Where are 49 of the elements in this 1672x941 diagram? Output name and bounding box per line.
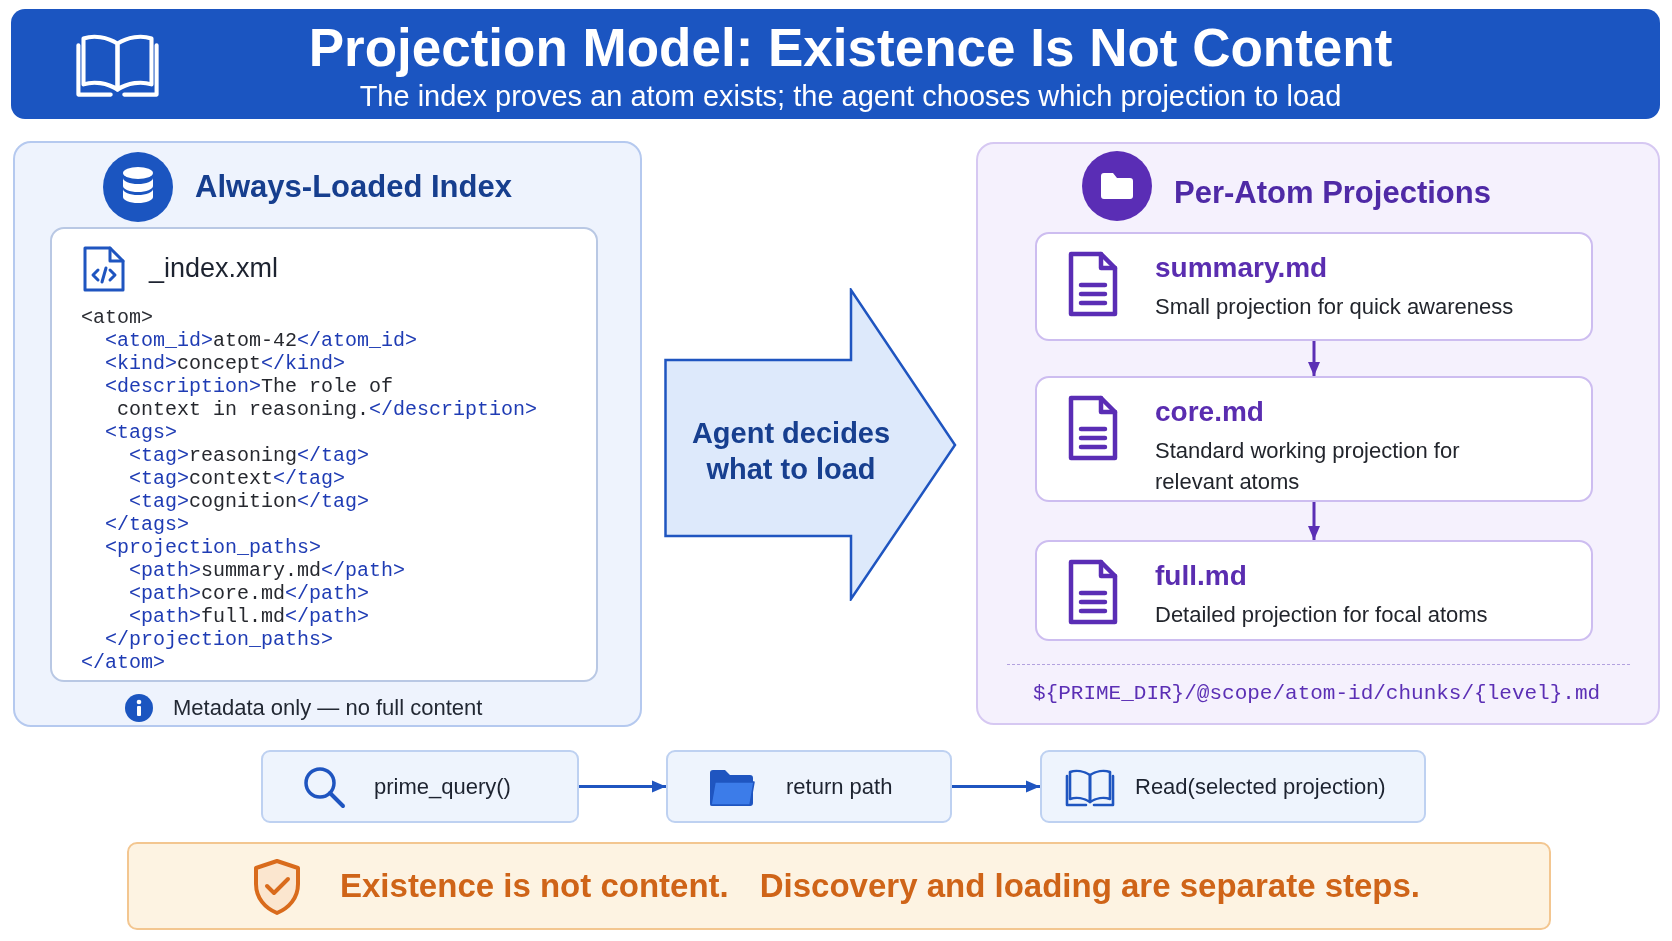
- arrow: [579, 780, 666, 793]
- code-line: <kind>concept</kind>: [104, 352, 346, 375]
- card-description: Detailed projection for focal atoms: [1155, 601, 1488, 629]
- step-label: Read(selected projection): [1135, 773, 1386, 801]
- arrow: [1308, 341, 1320, 376]
- note-text: Metadata only — no full content: [173, 694, 483, 722]
- code-line: <tag>reasoning</tag>: [128, 444, 370, 467]
- code-line: <description>The role of: [104, 375, 394, 398]
- code-line: context in reasoning.</description>: [116, 398, 538, 421]
- projection-card: [1035, 540, 1593, 641]
- code-line: <path>full.md</path>: [128, 605, 370, 628]
- projection-card: [1035, 376, 1593, 502]
- projections-panel: [976, 142, 1660, 725]
- card-title: full.md: [1155, 559, 1247, 593]
- code-line: <path>summary.md</path>: [128, 559, 406, 582]
- title: Projection Model: Existence Is Not Content: [308, 19, 1393, 77]
- card-description: Standard working projection for relevant atoms: [1155, 437, 1461, 496]
- code-line: </atom>: [81, 651, 165, 674]
- panel-heading: Per-Atom Projections: [1174, 174, 1491, 212]
- code-line: <atom_id>atom-42</atom_id>: [104, 329, 418, 352]
- code-line: <tag>context</tag>: [128, 467, 346, 490]
- file-name: _index.xml: [149, 252, 279, 285]
- subtitle: The index proves an atom exists; the agent chooses which projection to load: [359, 80, 1342, 112]
- code-line: <path>core.md</path>: [128, 582, 370, 605]
- arrow-label: Agent decides what to load: [690, 416, 892, 487]
- step-label: return path: [786, 773, 893, 801]
- card-description: Small projection for quick awareness: [1155, 293, 1514, 321]
- path-template: ${PRIME_DIR}/@scope/atom-id/chunks/{level}.md: [1033, 681, 1601, 707]
- arrow: [1308, 502, 1320, 540]
- card-title: summary.md: [1155, 251, 1328, 285]
- card-title: core.md: [1155, 395, 1264, 429]
- banner-text: Discovery and loading are separate steps.: [759, 866, 1421, 906]
- code-line: <tags>: [104, 421, 177, 444]
- index-panel: [13, 141, 642, 727]
- banner-text: Existence is not content.: [340, 866, 729, 906]
- callout-banner: [127, 842, 1551, 930]
- file-card: [50, 227, 598, 682]
- step-box: [261, 750, 579, 823]
- arrow: [952, 780, 1040, 793]
- panel-heading: Always-Loaded Index: [195, 168, 512, 206]
- projection-card: [1035, 232, 1593, 341]
- code-line: </tags>: [104, 513, 189, 536]
- step-label: prime_query(): [374, 773, 511, 801]
- step-box: [666, 750, 952, 823]
- code-line: </projection_paths>: [104, 628, 334, 651]
- code-line: <atom>: [81, 306, 153, 329]
- code-line: <projection_paths>: [104, 536, 322, 559]
- code-line: <tag>cognition</tag>: [128, 490, 370, 513]
- step-box: [1040, 750, 1426, 823]
